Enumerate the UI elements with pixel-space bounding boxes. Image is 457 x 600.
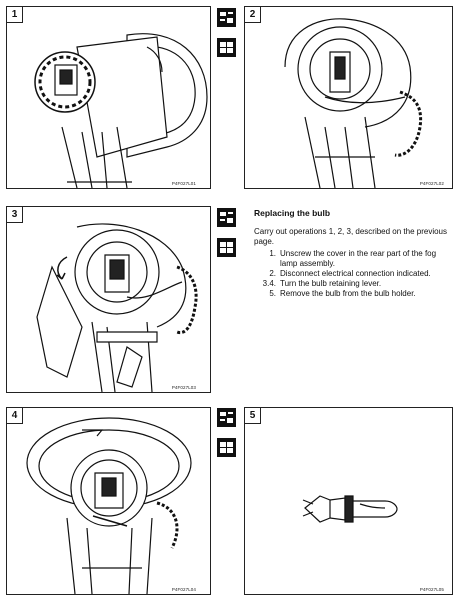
section-intro: Carry out operations 1, 2, 3, described … — [254, 227, 447, 246]
tool-chart-icon — [217, 408, 236, 427]
tool-chart-icon — [217, 8, 236, 27]
figure-code: P4F027L01 — [171, 181, 196, 186]
figure-1: 1 P4F027L01 — [6, 6, 211, 189]
figure-code: P4F027L02 — [419, 181, 444, 186]
fog-lamp-illustration — [36, 223, 198, 392]
parts-grid-icon — [217, 438, 236, 457]
figure-code: P4F027L04 — [171, 587, 196, 592]
fog-lamp-illustration — [34, 33, 208, 188]
figure-3: 3 P4F027L03 — [6, 206, 211, 393]
parts-grid-icon — [217, 238, 236, 257]
tool-chart-icon — [217, 208, 236, 227]
figure-number: 1 — [7, 7, 23, 23]
fog-lamp-illustration — [26, 417, 192, 594]
figure-5: 5 P4F027L05 — [244, 407, 453, 595]
replacing-bulb-section: Replacing the bulb Carry out operations … — [254, 208, 450, 299]
section-title: Replacing the bulb — [254, 208, 331, 218]
figure-4: 4 P4F027L04 — [6, 407, 211, 595]
fog-lamp-illustration — [284, 18, 423, 188]
figure-code: P4F027L05 — [419, 587, 444, 592]
step-item: 3.4.Turn the bulb retaining lever. — [262, 279, 382, 288]
figure-number: 2 — [245, 7, 261, 23]
step-list: 1.Unscrew the cover in the rear part of … — [254, 249, 450, 299]
parts-grid-icon — [217, 38, 236, 57]
figure-code: P4F027L03 — [171, 385, 196, 390]
figure-number: 5 — [245, 408, 261, 424]
step-item: 5.Remove the bulb from the bulb holder. — [269, 289, 416, 298]
figure-number: 4 — [7, 408, 23, 424]
bulb-illustration — [302, 495, 398, 523]
step-item: 1.Unscrew the cover in the rear part of … — [269, 249, 437, 268]
figure-number: 3 — [7, 207, 23, 223]
step-item: 2.Disconnect electrical connection indic… — [269, 269, 431, 278]
figure-2: 2 P4F027L02 — [244, 6, 453, 189]
